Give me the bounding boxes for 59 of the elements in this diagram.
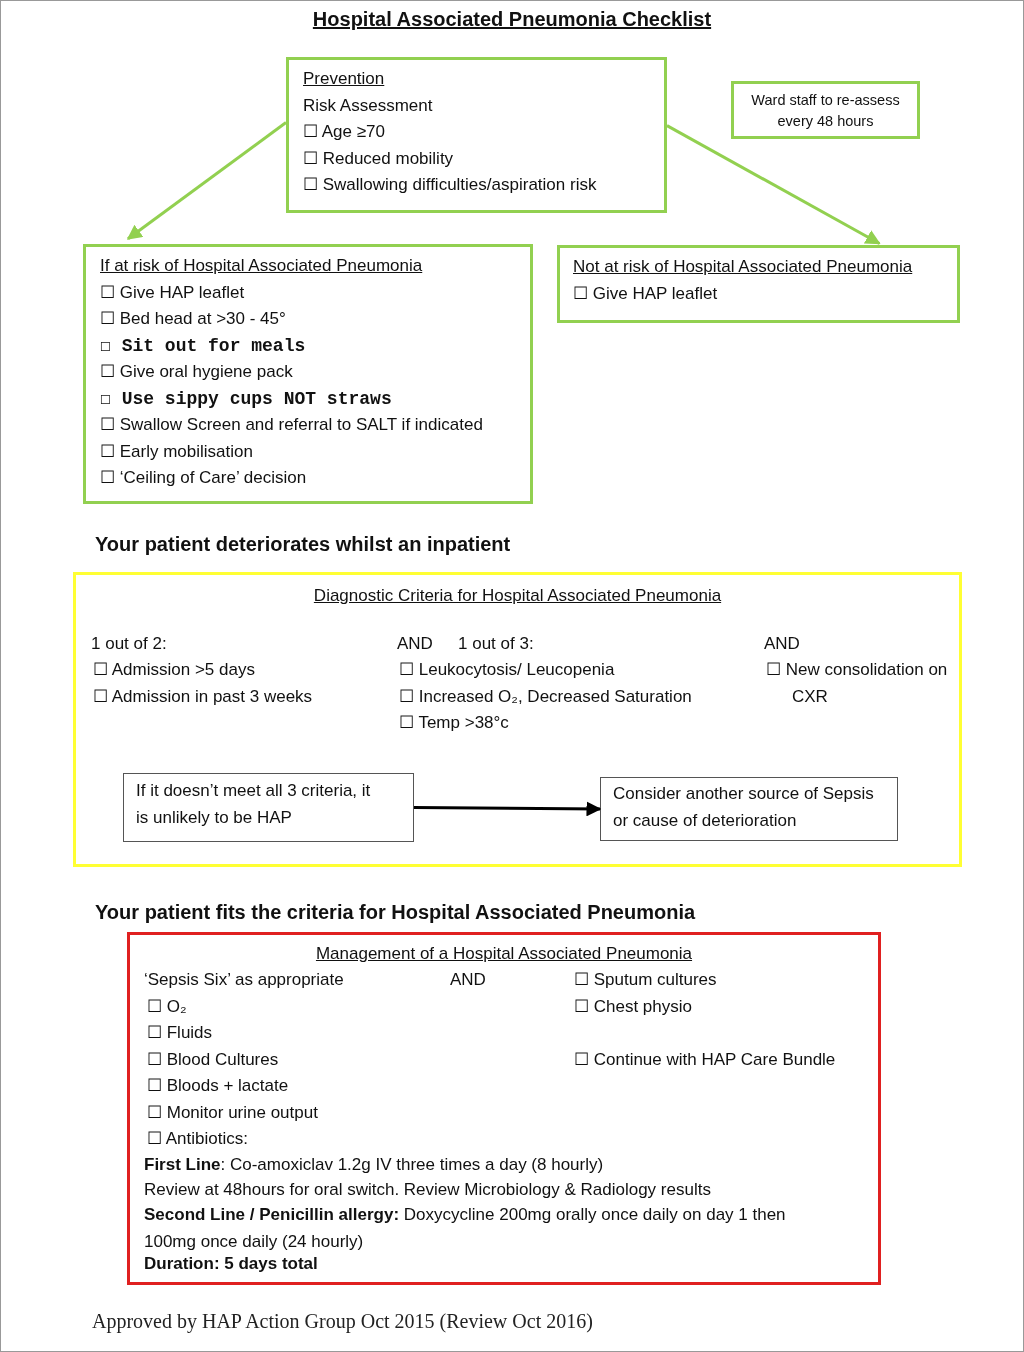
checklist-text: ☐ Early mobilisation	[100, 440, 254, 463]
checklist-text: ☐ Sit out for meals	[100, 334, 307, 358]
checklist-text: 1 out of 2:	[91, 633, 167, 655]
checklist-text: ☐ O₂	[147, 996, 187, 1018]
checklist-text: AND	[397, 633, 433, 655]
checklist-text: ☐ Give HAP leaflet	[100, 281, 246, 304]
checklist-text: AND	[764, 633, 800, 655]
heading: Management of a Hospital Associated Pneumonia	[314, 943, 694, 965]
process-box	[123, 773, 414, 842]
arrow	[666, 124, 881, 245]
checklist-text: Second Line / Penicillin allergy: Doxycycline 200mg orally once daily on day 1 then 100mg once daily (24 hourly)	[144, 1204, 787, 1253]
checklist-text: ☐ Monitor urine output	[147, 1102, 318, 1124]
process-box	[286, 57, 667, 213]
checklist-text: ☐ ‘Ceiling of Care’ decision	[100, 467, 308, 489]
checklist-text: ☐ Temp >38°c	[399, 712, 509, 734]
checklist-text: ☐ Swallowing difficulties/aspiration risk	[303, 174, 598, 196]
process-box	[83, 244, 533, 504]
checklist-text: ☐ Continue with HAP Care Bundle	[574, 1049, 836, 1071]
checklist-text: ☐ Reduced mobility	[303, 147, 455, 170]
checklist-text: ☐ Give oral hygiene pack	[100, 361, 294, 383]
process-box	[557, 245, 960, 323]
checklist-text: ☐ Admission in past 3 weeks	[93, 686, 313, 708]
heading: Prevention	[303, 68, 386, 90]
checklist-text: If it doesn’t meet all 3 criteria, it is unlikely to be HAP	[136, 780, 372, 829]
checklist-text: ‘Sepsis Six’ as appropriate	[144, 969, 344, 991]
checklist-text: Consider another source of Sepsis or cause of deterioration	[613, 783, 875, 832]
title: Hospital Associated Pneumonia Checklist	[311, 8, 713, 31]
note-box	[731, 81, 920, 139]
section-heading: Your patient fits the criteria for Hospital Associated Pneumonia	[95, 900, 696, 925]
checklist-text: Ward staff to re-assess every 48 hours	[750, 91, 901, 131]
checklist-text: ☐ Blood Cultures	[147, 1049, 279, 1071]
checklist-text: ☐ Give HAP leaflet	[573, 282, 719, 305]
checklist-text: ☐ Antibiotics:	[147, 1128, 248, 1150]
checklist-text: ☐ Increased O₂, Decreased Saturation	[399, 686, 692, 708]
section-heading: Your patient deteriorates whilst an inpatient	[95, 532, 511, 557]
checklist-text: ☐ New consolidation on CXR	[766, 659, 949, 708]
checklist-text: ☐ Fluids	[147, 1022, 213, 1044]
process-box	[600, 777, 898, 841]
checklist-text: First Line: Co-amoxiclav 1.2g IV three times a day (8 hourly)	[144, 1154, 604, 1176]
checklist-text: ☐ Use sippy cups NOT straws	[100, 387, 393, 411]
checklist-text: Duration: 5 days total	[144, 1253, 318, 1275]
caption: Approved by HAP Action Group Oct 2015 (Review Oct 2016)	[92, 1310, 593, 1333]
heading: Not at risk of Hospital Associated Pneumonia	[573, 256, 914, 278]
arrow	[126, 121, 287, 240]
checklist-text: Review at 48hours for oral switch. Review Microbiology & Radiology results	[144, 1179, 711, 1201]
checklist-text: ☐ Bed head at >30 - 45°	[100, 308, 287, 330]
checklist-text: ☐ Bloods + lactate	[147, 1075, 289, 1097]
checklist-text: ☐ Chest physio	[574, 996, 692, 1018]
checklist-text: 1 out of 3:	[458, 633, 534, 655]
checklist-text: AND	[450, 969, 486, 991]
checklist-text: ☐ Sputum cultures	[574, 969, 717, 991]
arrow	[414, 801, 602, 817]
checklist-text: ☐ Age ≥70	[303, 121, 386, 143]
checklist-text: ☐ Leukocytosis/ Leucopenia	[399, 659, 615, 681]
heading: If at risk of Hospital Associated Pneumonia	[100, 255, 424, 277]
checklist-text: ☐ Swallow Screen and referral to SALT if indicated	[100, 414, 484, 436]
heading: Diagnostic Criteria for Hospital Associated Pneumonia	[312, 585, 723, 607]
checklist-text: ☐ Admission >5 days	[93, 659, 255, 681]
checklist-text: Risk Assessment	[303, 94, 434, 117]
